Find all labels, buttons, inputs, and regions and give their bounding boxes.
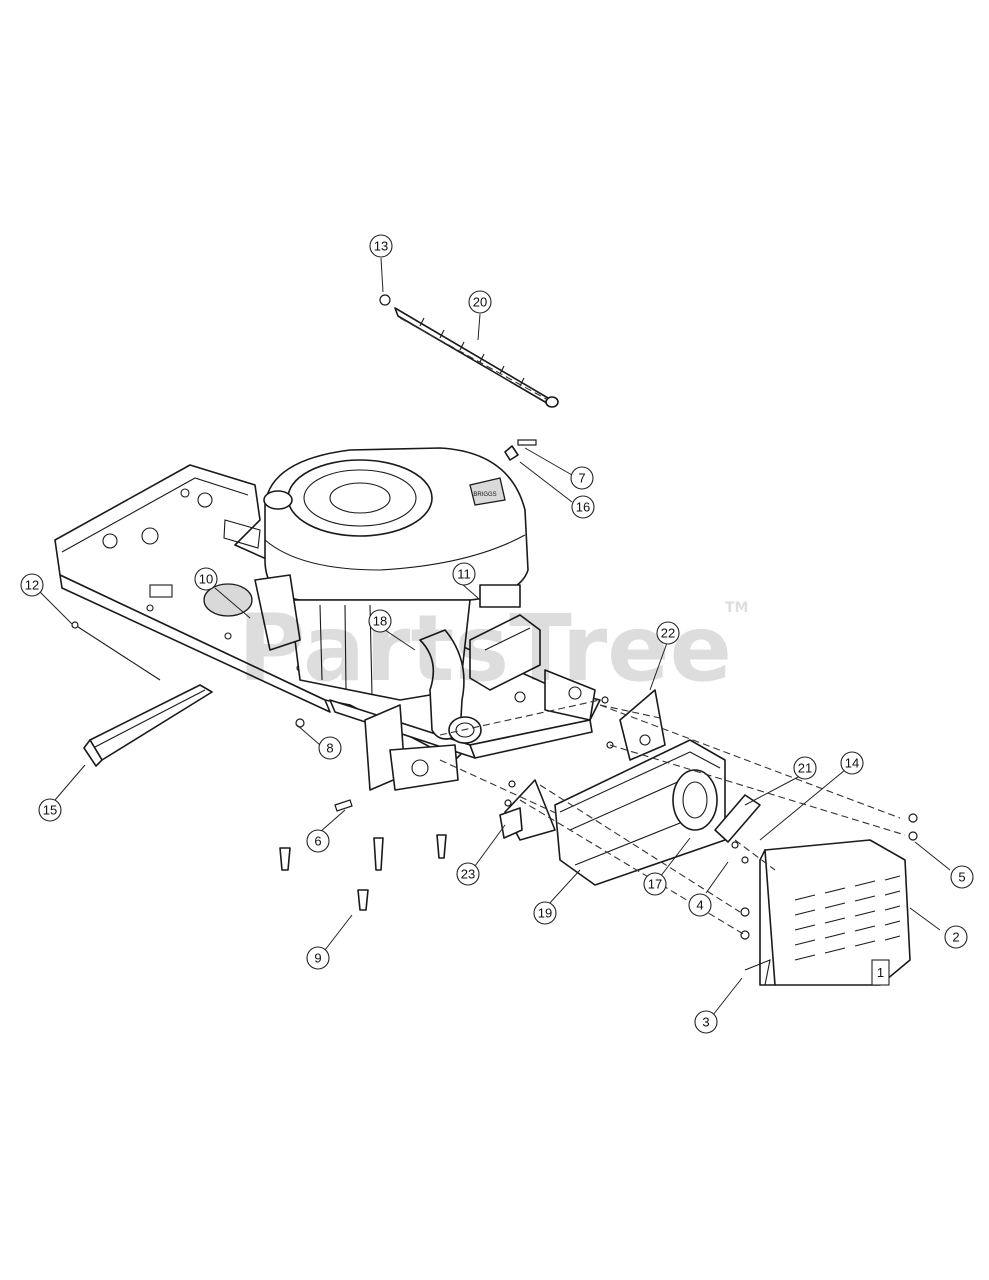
callout-8-label: 8 (326, 741, 333, 756)
callout-1: 1 (871, 959, 890, 986)
callout-4: 4 (688, 893, 712, 917)
callout-13-label: 13 (374, 239, 388, 254)
watermark-tm: TM (725, 600, 748, 616)
callout-18: 18 (368, 609, 392, 633)
partstree-watermark: PartsTree TM (238, 595, 748, 702)
drive-rod (379, 294, 559, 408)
bolt-7-16 (504, 439, 537, 461)
callout-5-label: 5 (958, 870, 965, 885)
callout-10: 10 (194, 567, 218, 591)
callout-18-label: 18 (373, 614, 387, 629)
callout-14: 14 (840, 751, 864, 775)
callout-5: 5 (950, 865, 974, 889)
callout-23: 23 (456, 862, 480, 886)
callout-22: 22 (656, 621, 680, 645)
part-12-rod (71, 621, 161, 681)
callout-16-label: 16 (576, 500, 590, 515)
callout-8: 8 (318, 736, 342, 760)
muffler (554, 739, 726, 886)
callout-11: 11 (452, 562, 476, 586)
heat-shield (744, 839, 911, 986)
bracket-23 (499, 779, 556, 841)
callout-16: 16 (571, 495, 595, 519)
callout-17-label: 17 (648, 877, 662, 892)
callout-6-label: 6 (314, 834, 321, 849)
exhaust-pipe (714, 794, 761, 843)
callout-2-label: 2 (952, 930, 959, 945)
callout-3-label: 3 (702, 1015, 709, 1030)
callout-7: 7 (570, 466, 594, 490)
callout-3: 3 (694, 1010, 718, 1034)
callout-4-label: 4 (696, 898, 703, 913)
callout-9: 9 (306, 946, 330, 970)
engine: BRIGGS (203, 447, 541, 744)
callout-20: 20 (468, 290, 492, 314)
callout-19-label: 19 (538, 906, 552, 921)
callout-13: 13 (369, 234, 393, 258)
callout-22-label: 22 (661, 626, 675, 641)
callout-15-label: 15 (43, 803, 57, 818)
callout-9-label: 9 (314, 951, 321, 966)
callout-10-label: 10 (199, 572, 213, 587)
callout-6: 6 (306, 829, 330, 853)
callout-11-label: 11 (457, 567, 471, 582)
hardware-screws (279, 696, 918, 940)
callout-15: 15 (38, 798, 62, 822)
callout-23-label: 23 (461, 867, 475, 882)
callout-14-label: 14 (845, 756, 859, 771)
callout-12-label: 12 (25, 578, 39, 593)
callout-12: 12 (20, 573, 44, 597)
bracket-22 (619, 689, 666, 761)
callout-7-label: 7 (578, 471, 585, 486)
callout-21: 21 (793, 756, 817, 780)
callout-21-label: 21 (798, 761, 812, 776)
callout-1-label: 1 (877, 965, 884, 980)
callout-2: 2 (944, 925, 968, 949)
callout-20-label: 20 (473, 295, 487, 310)
leader-lines (39, 257, 951, 1016)
callout-19: 19 (533, 901, 557, 925)
watermark-text: PartsTree (238, 595, 732, 702)
part-15-channel (83, 684, 213, 767)
engine-badge: BRIGGS (473, 492, 496, 498)
callout-17: 17 (643, 872, 667, 896)
assembly-lines (399, 317, 906, 936)
